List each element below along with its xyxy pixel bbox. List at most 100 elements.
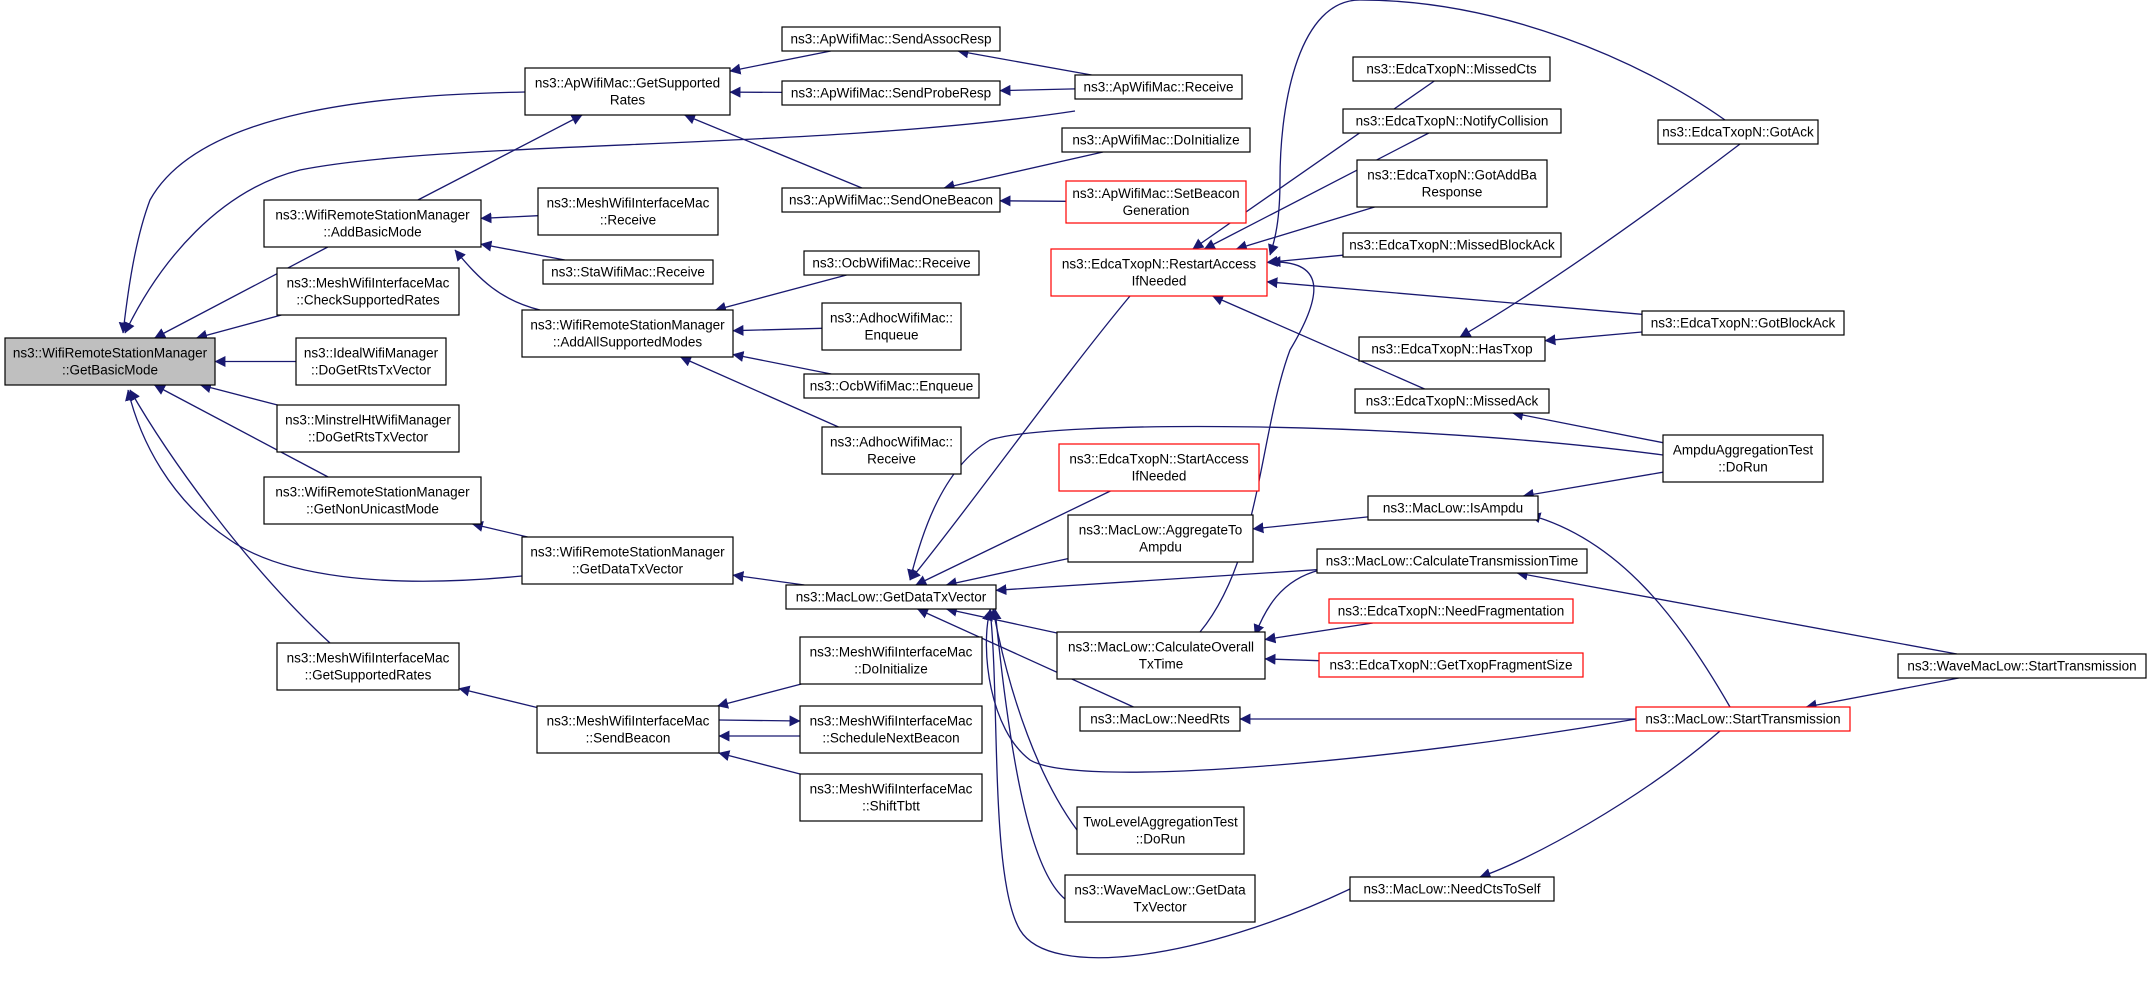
node-label: ns3::WifiRemoteStationManager (530, 318, 725, 333)
node-root[interactable]: ns3::WifiRemoteStationManager::GetBasicM… (4, 337, 216, 386)
node-ampduTest[interactable]: AmpduAggregationTest::DoRun (1662, 434, 1824, 483)
edge-adhocReceive-to-addAllSupportedModes (679, 356, 839, 428)
node-idealDoGetRts[interactable]: ns3::IdealWifiManager::DoGetRtsTxVector (295, 337, 447, 386)
node-sendOneBeacon[interactable]: ns3::ApWifiMac::SendOneBeacon (781, 187, 1001, 213)
node-getDataTxVectorMgr[interactable]: ns3::WifiRemoteStationManager::GetDataTx… (521, 536, 734, 585)
node-label: ns3::EdcaTxopN::HasTxop (1371, 342, 1532, 357)
edge-getTxopFragmentSize-to-calcOverallTxTime (1264, 653, 1320, 665)
node-label: ::GetBasicMode (62, 363, 158, 378)
node-sendProbeResp[interactable]: ns3::ApWifiMac::SendProbeResp (781, 80, 1001, 106)
node-meshReceive[interactable]: ns3::MeshWifiInterfaceMac::Receive (537, 187, 719, 236)
node-label: Ampdu (1139, 540, 1182, 555)
edge-apReceive-to-root (124, 110, 1076, 334)
node-hasTxop[interactable]: ns3::EdcaTxopN::HasTxop (1358, 336, 1546, 362)
node-missedAck[interactable]: ns3::EdcaTxopN::MissedAck (1354, 388, 1550, 414)
node-staReceive[interactable]: ns3::StaWifiMac::Receive (542, 259, 714, 285)
node-box (521, 536, 734, 585)
node-box (1342, 108, 1562, 134)
node-label: ns3::ApWifiMac::SendAssocResp (790, 32, 991, 47)
node-notifyCollision[interactable]: ns3::EdcaTxopN::NotifyCollision (1342, 108, 1562, 134)
nodes-layer: ns3::WifiRemoteStationManager::GetBasicM… (4, 26, 2147, 923)
node-isAmpdu[interactable]: ns3::MacLow::IsAmpdu (1367, 495, 1539, 521)
node-label: ns3::WifiRemoteStationManager (530, 545, 725, 560)
node-ocbReceive[interactable]: ns3::OcbWifiMac::Receive (803, 250, 980, 276)
edge-aggregateToAmpdu-to-macLowGetDataTxVector (945, 557, 1069, 589)
node-label: ns3::WifiRemoteStationManager (275, 485, 470, 500)
node-box (1657, 119, 1819, 145)
edge-minstrelDoGetRts-to-root (199, 382, 278, 406)
node-box (803, 250, 980, 276)
node-label: ns3::EdcaTxopN::NotifyCollision (1356, 114, 1549, 129)
node-needRts[interactable]: ns3::MacLow::NeedRts (1079, 706, 1241, 732)
node-meshScheduleNextBeacon[interactable]: ns3::MeshWifiInterfaceMac::ScheduleNextB… (799, 705, 983, 754)
node-sendAssocResp[interactable]: ns3::ApWifiMac::SendAssocResp (781, 26, 1001, 52)
node-macLowGetDataTxVector[interactable]: ns3::MacLow::GetDataTxVector (785, 584, 997, 610)
node-label: ::AddBasicMode (323, 225, 421, 240)
edge-staReceive-to-addBasicMode (480, 240, 565, 261)
node-addBasicMode[interactable]: ns3::WifiRemoteStationManager::AddBasicM… (263, 199, 482, 248)
node-label: ns3::AdhocWifiMac:: (830, 435, 953, 450)
edge-ampduTest-to-missedAck (1512, 409, 1664, 444)
node-gotBlockAck[interactable]: ns3::EdcaTxopN::GotBlockAck (1641, 310, 1845, 336)
node-box (1318, 652, 1584, 678)
node-label: IfNeeded (1132, 274, 1187, 289)
node-calcTransmissionTime[interactable]: ns3::MacLow::CalculateTransmissionTime (1316, 548, 1588, 574)
node-label: ::Receive (600, 213, 656, 228)
node-missedCts[interactable]: ns3::EdcaTxopN::MissedCts (1352, 56, 1551, 82)
node-twoLevelTest[interactable]: TwoLevelAggregationTest::DoRun (1076, 806, 1245, 855)
node-apGetSupportedRates[interactable]: ns3::ApWifiMac::GetSupportedRates (524, 67, 731, 116)
edge-meshSendBeacon-to-meshScheduleNextBeacon (718, 715, 801, 727)
node-startTransmission[interactable]: ns3::MacLow::StartTransmission (1635, 706, 1851, 732)
node-waveGetDataTxVector[interactable]: ns3::WaveMacLow::GetDataTxVector (1064, 874, 1256, 923)
node-apReceive[interactable]: ns3::ApWifiMac::Receive (1074, 74, 1243, 100)
edge-sendOneBeacon-to-apGetSupportedRates (684, 113, 863, 189)
node-addAllSupportedModes[interactable]: ns3::WifiRemoteStationManager::AddAllSup… (521, 309, 734, 358)
node-minstrelDoGetRts[interactable]: ns3::MinstrelHtWifiManager::DoGetRtsTxVe… (276, 404, 460, 453)
edge-waveGetDataTxVector-to-macLowGetDataTxVector (990, 608, 1066, 900)
edge-meshShiftTbtt-to-meshSendBeacon (718, 750, 801, 775)
node-getTxopFragmentSize[interactable]: ns3::EdcaTxopN::GetTxopFragmentSize (1318, 652, 1584, 678)
node-label: Generation (1123, 203, 1190, 218)
edge-meshDoInitialize-to-meshSendBeacon (717, 683, 802, 709)
edge-getDataTxVectorMgr-to-getNonUnicastMode (471, 521, 528, 538)
node-meshShiftTbtt[interactable]: ns3::MeshWifiInterfaceMac::ShiftTbtt (799, 773, 983, 822)
node-label: ns3::MeshWifiInterfaceMac (810, 714, 973, 729)
edge-meshSendBeacon-to-meshGetSupportedRates (458, 685, 538, 709)
node-meshDoInitialize[interactable]: ns3::MeshWifiInterfaceMac::DoInitialize (799, 636, 983, 685)
node-box (1316, 548, 1588, 574)
node-box (799, 773, 983, 822)
node-getNonUnicastMode[interactable]: ns3::WifiRemoteStationManager::GetNonUni… (263, 476, 482, 525)
node-label: ns3::OcbWifiMac::Enqueue (810, 379, 974, 394)
node-box (1662, 434, 1824, 483)
node-meshGetSupportedRates[interactable]: ns3::MeshWifiInterfaceMac::GetSupportedR… (276, 642, 460, 691)
edges-layer (118, 0, 1959, 959)
edge-gotAddBa-to-restartAccess (1235, 206, 1375, 252)
node-missedBlockAck[interactable]: ns3::EdcaTxopN::MissedBlockAck (1342, 232, 1562, 258)
node-label: ns3::WifiRemoteStationManager (275, 208, 470, 223)
node-box (799, 636, 983, 685)
node-box (821, 426, 962, 475)
node-gotAck[interactable]: ns3::EdcaTxopN::GotAck (1657, 119, 1819, 145)
node-apDoInitialize[interactable]: ns3::ApWifiMac::DoInitialize (1061, 127, 1251, 153)
edge-ocbEnqueue-to-addAllSupportedModes (732, 351, 832, 375)
node-meshSendBeacon[interactable]: ns3::MeshWifiInterfaceMac::SendBeacon (536, 705, 720, 754)
node-needFragmentation[interactable]: ns3::EdcaTxopN::NeedFragmentation (1328, 598, 1574, 624)
edge-apGetSupportedRates-to-root (118, 91, 526, 334)
node-adhocReceive[interactable]: ns3::AdhocWifiMac::Receive (821, 426, 962, 475)
node-label: ::CheckSupportedRates (296, 293, 440, 308)
node-needCtsToSelf[interactable]: ns3::MacLow::NeedCtsToSelf (1349, 876, 1555, 902)
node-waveStartTransmission[interactable]: ns3::WaveMacLow::StartTransmission (1897, 653, 2147, 679)
node-adhocEnqueue[interactable]: ns3::AdhocWifiMac::Enqueue (821, 302, 962, 351)
edge-addAllSupportedModes-to-addBasicMode (454, 249, 541, 311)
node-meshCheckSupportedRates[interactable]: ns3::MeshWifiInterfaceMac::CheckSupporte… (276, 267, 460, 316)
node-ocbEnqueue[interactable]: ns3::OcbWifiMac::Enqueue (803, 373, 980, 399)
edge-ocbReceive-to-addAllSupportedModes (714, 274, 847, 313)
node-label: TwoLevelAggregationTest (1083, 815, 1238, 830)
